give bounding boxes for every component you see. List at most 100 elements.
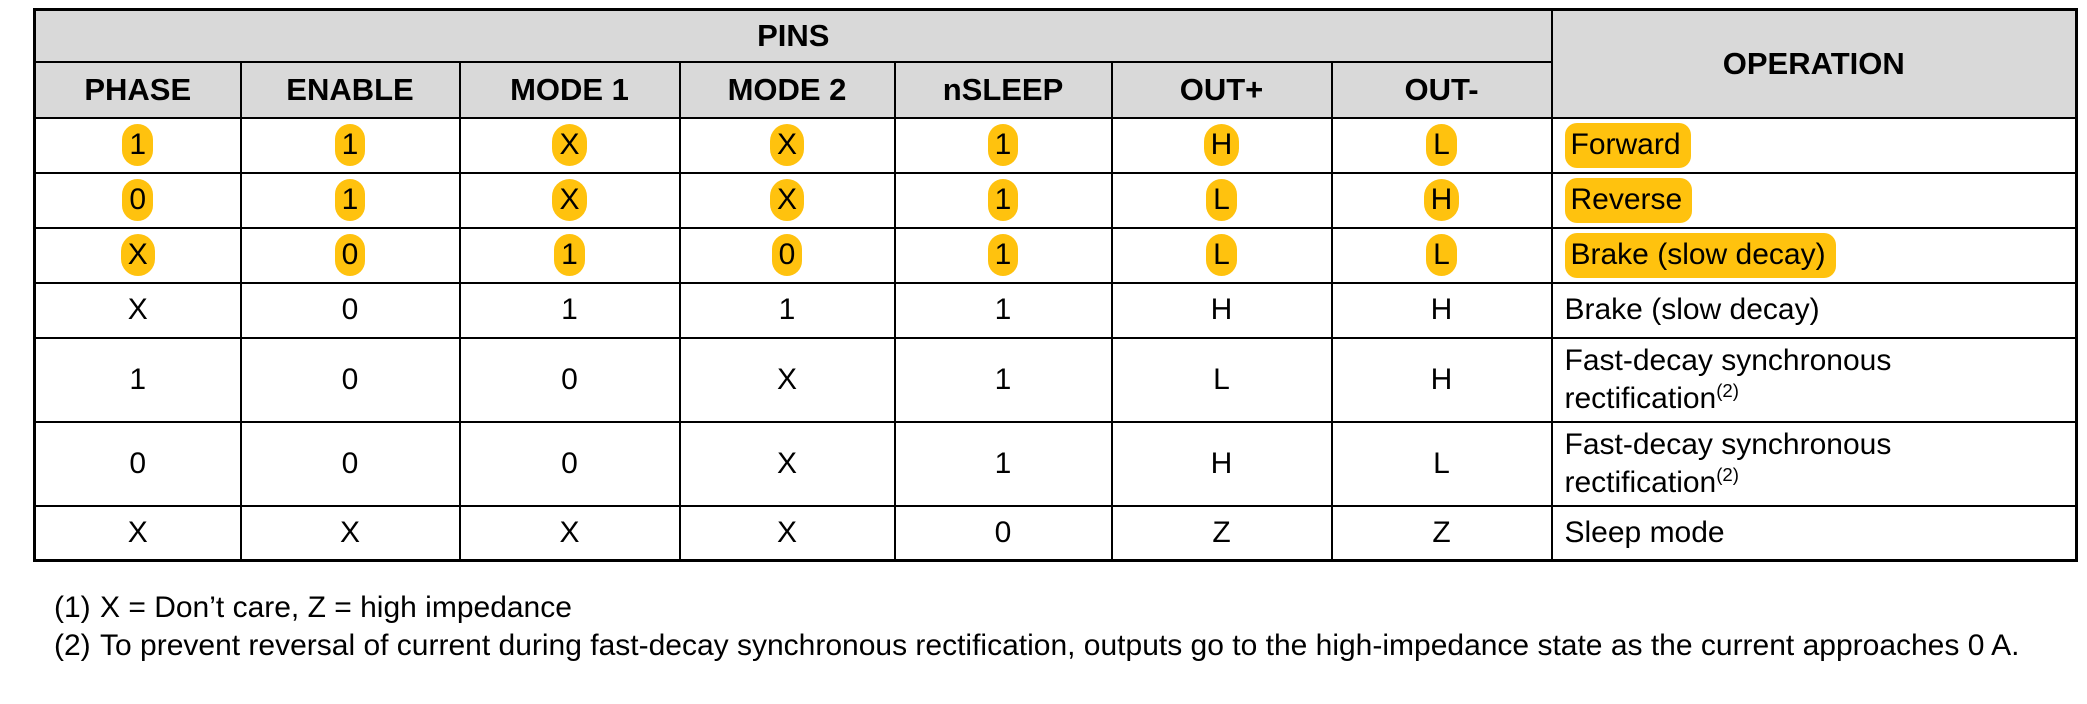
enable-cell: 1 [239,171,461,229]
operation-cell: Reverse [1550,171,2078,229]
out-minus-cell: H [1330,336,1553,423]
phase-cell: X [33,504,242,562]
nsleep-cell: 1 [893,171,1113,229]
mode1-cell: 1 [458,281,681,339]
mode1-value: 0 [561,446,578,480]
enable-cell: X [239,504,461,562]
out-minus-cell: H [1330,281,1553,339]
phase-cell: X [33,226,242,284]
mode2-value: X [776,515,797,549]
nsleep-value: 1 [987,179,1019,221]
phase-value: X [127,515,148,549]
column-header-enable: ENABLE [239,60,461,119]
operation-value: Sleep mode [1564,515,1725,549]
nsleep-cell: 1 [893,116,1113,174]
column-header-out-plus: OUT+ [1110,60,1333,119]
mode2-value: X [769,179,804,221]
pins-operation-table: PINS OPERATION PHASE ENABLE MODE 1 MODE … [33,8,2078,562]
phase-cell: 0 [33,420,242,507]
mode2-cell: X [678,504,896,562]
out-minus-value: L [1426,124,1457,166]
phase-value: 0 [122,179,154,221]
mode1-cell: 0 [458,336,681,423]
enable-value: 1 [334,124,366,166]
enable-cell: 0 [239,336,461,423]
enable-value: X [339,515,360,549]
out-plus-value: L [1206,179,1237,221]
column-header-out-minus: OUT- [1330,60,1553,119]
footnote-2-text: To prevent reversal of current during fa… [100,629,2020,662]
out-minus-value: H [1430,293,1453,326]
phase-value: 1 [122,124,154,166]
mode1-cell: X [458,504,681,562]
operation-cell: Brake (slow decay) [1550,281,2078,339]
enable-value: 1 [334,179,366,221]
mode2-value: X [776,362,797,396]
out-plus-value: H [1210,446,1233,480]
operation-value: Brake (slow decay) [1564,293,1820,326]
column-header-row: PHASE ENABLE MODE 1 MODE 2 nSLEEP OUT+ O… [33,60,2077,119]
column-header-mode1: MODE 1 [458,60,681,119]
mode1-value: 1 [561,293,578,326]
out-minus-value: H [1423,179,1460,221]
enable-cell: 0 [239,420,461,507]
mode2-value: 0 [771,234,803,276]
out-plus-value: H [1203,124,1240,166]
out-plus-cell: H [1110,420,1333,507]
enable-value: 0 [341,446,359,480]
footnotes: (1) X = Don’t care, Z = high impedance (… [54,589,2087,665]
mode2-value: 1 [778,293,796,326]
enable-value: 0 [334,234,366,276]
mode2-cell: 1 [678,281,896,339]
mode1-cell: X [458,171,681,229]
out-plus-value: L [1213,362,1230,396]
out-plus-cell: L [1110,171,1333,229]
mode1-value: X [552,124,587,166]
phase-value: X [127,293,148,326]
mode2-value: X [769,124,804,166]
out-plus-cell: L [1110,336,1333,423]
operation-header: OPERATION [1550,8,2078,119]
out-minus-value: L [1426,234,1457,276]
mode1-cell: X [458,116,681,174]
mode1-cell: 1 [458,226,681,284]
nsleep-value: 1 [994,446,1012,480]
out-minus-cell: Z [1330,504,1553,562]
footnote-1-number: (1) [54,591,91,624]
out-plus-cell: L [1110,226,1333,284]
operation-cell: Brake (slow decay) [1550,226,2078,284]
group-header-row: PINS OPERATION [33,8,2078,119]
nsleep-value: 1 [994,362,1012,396]
nsleep-value: 0 [994,515,1012,549]
operation-value: Reverse [1564,178,1693,223]
operation-footnote-ref: (2) [1716,379,1739,401]
table-header: PINS OPERATION PHASE ENABLE MODE 1 MODE … [33,8,2078,119]
table-row: 1 1 X X 1 H L Forward [33,116,2078,174]
nsleep-value: 1 [987,124,1019,166]
column-header-mode2: MODE 2 [678,60,896,119]
nsleep-cell: 1 [893,420,1113,507]
operation-cell: Sleep mode [1550,504,2078,562]
out-plus-value: Z [1212,515,1231,549]
enable-cell: 1 [239,116,461,174]
mode2-cell: X [678,420,896,507]
mode1-cell: 0 [458,420,681,507]
mode1-value: X [552,179,587,221]
phase-value: X [120,234,155,276]
operation-cell: Forward [1550,116,2078,174]
mode2-cell: X [678,336,896,423]
out-plus-cell: H [1110,281,1333,339]
nsleep-cell: 0 [893,504,1113,562]
out-minus-cell: L [1330,420,1553,507]
out-plus-cell: Z [1110,504,1333,562]
mode2-value: X [776,446,797,480]
table-row: X 0 1 1 1 H H Brake (slow decay) [33,281,2078,339]
footnote-1-text: X = Don’t care, Z = high impedance [100,591,572,624]
column-header-nsleep: nSLEEP [893,60,1113,119]
operation-footnote-ref: (2) [1716,463,1739,485]
nsleep-cell: 1 [893,336,1113,423]
